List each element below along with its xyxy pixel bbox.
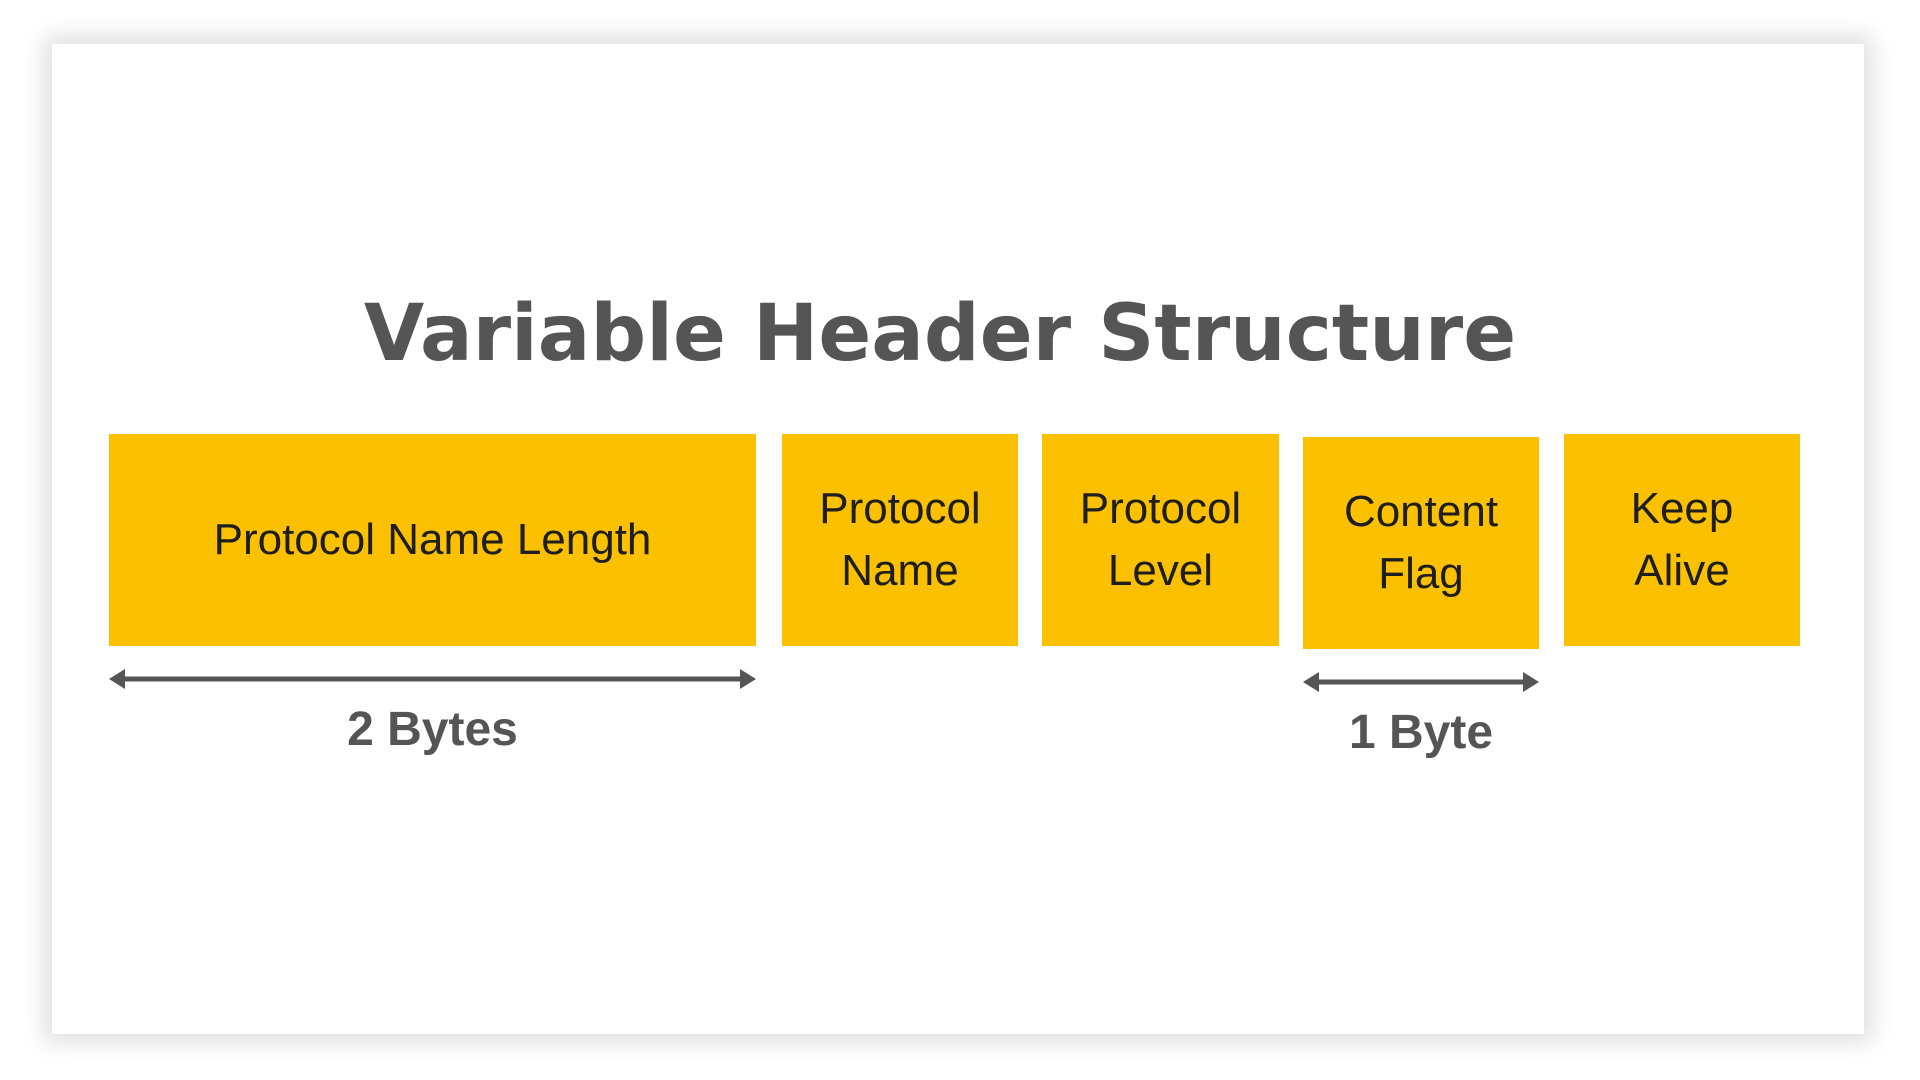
field-protocol-level: Protocol Level bbox=[1042, 434, 1279, 646]
two-bytes-label: 2 Bytes bbox=[347, 703, 518, 756]
field-label-line: Protocol Name Length bbox=[213, 515, 652, 564]
field-label-line: Alive bbox=[1634, 546, 1730, 595]
field-label-line: Name bbox=[841, 546, 959, 595]
two-bytes-span-arrow bbox=[109, 667, 756, 691]
field-protocol-name-length: Protocol Name Length bbox=[109, 434, 756, 646]
field-label-line: Keep bbox=[1630, 484, 1734, 533]
diagram-title: Variable Header Structure bbox=[363, 289, 1517, 379]
slide: Variable Header Structure Protocol Name … bbox=[52, 44, 1864, 1034]
one-byte-label: 1 Byte bbox=[1348, 706, 1494, 759]
field-keep-alive: Keep Alive bbox=[1564, 434, 1800, 646]
field-protocol-name: Protocol Name bbox=[782, 434, 1018, 646]
one-byte-span-arrow bbox=[1303, 670, 1539, 694]
field-label-line: Content bbox=[1343, 487, 1499, 536]
field-label-line: Protocol bbox=[1079, 484, 1242, 533]
field-content-flag: Content Flag bbox=[1303, 437, 1539, 649]
field-label-line: Protocol bbox=[819, 484, 981, 533]
field-label-line: Level bbox=[1107, 546, 1214, 595]
field-label-line: Flag bbox=[1378, 549, 1464, 598]
